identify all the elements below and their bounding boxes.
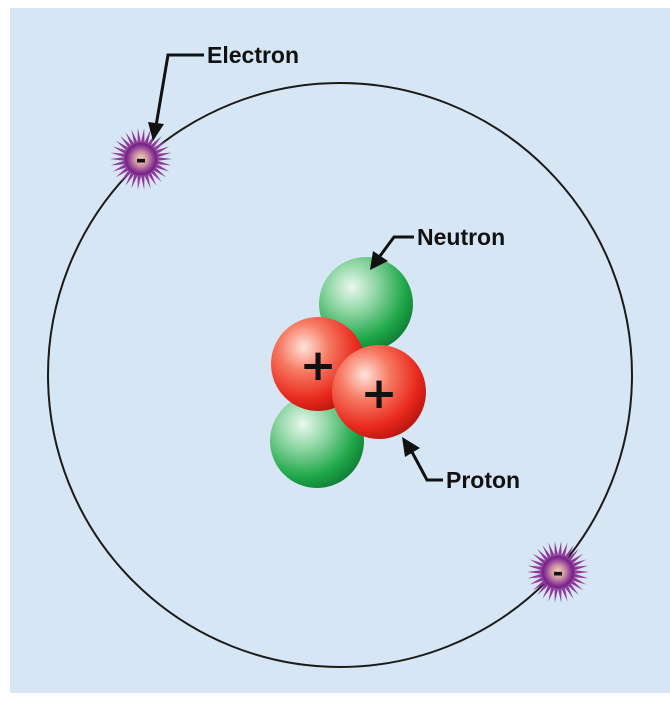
electron-bottom-right-sign: - (553, 558, 564, 588)
electron-leader-line (154, 53, 204, 127)
neutron-leader-line (378, 235, 414, 257)
neutron-label: Neutron (417, 224, 505, 250)
electron-callout: Electron (148, 42, 299, 141)
electron-label: Electron (207, 42, 299, 68)
electron-top-left-sign: - (136, 145, 147, 175)
electron-orbit (47, 82, 633, 668)
neutron-arrowhead (370, 251, 388, 270)
electron-top-left-core (125, 143, 157, 175)
electron-arrowhead (148, 122, 164, 141)
proton-label: Proton (446, 467, 520, 493)
proton-arrowhead (402, 437, 420, 457)
proton-callout: Proton (402, 437, 520, 493)
nucleus: + + (270, 257, 426, 488)
electron-bottom-right-core (542, 556, 574, 588)
electron-bottom-right: - (527, 541, 589, 603)
proton-right (332, 345, 426, 439)
electron-top-left: - (110, 128, 172, 190)
proton-right-sign: + (361, 368, 398, 419)
proton-left-sign: + (300, 340, 337, 391)
proton-leader-line (410, 451, 443, 482)
neutron-callout: Neutron (370, 224, 505, 270)
